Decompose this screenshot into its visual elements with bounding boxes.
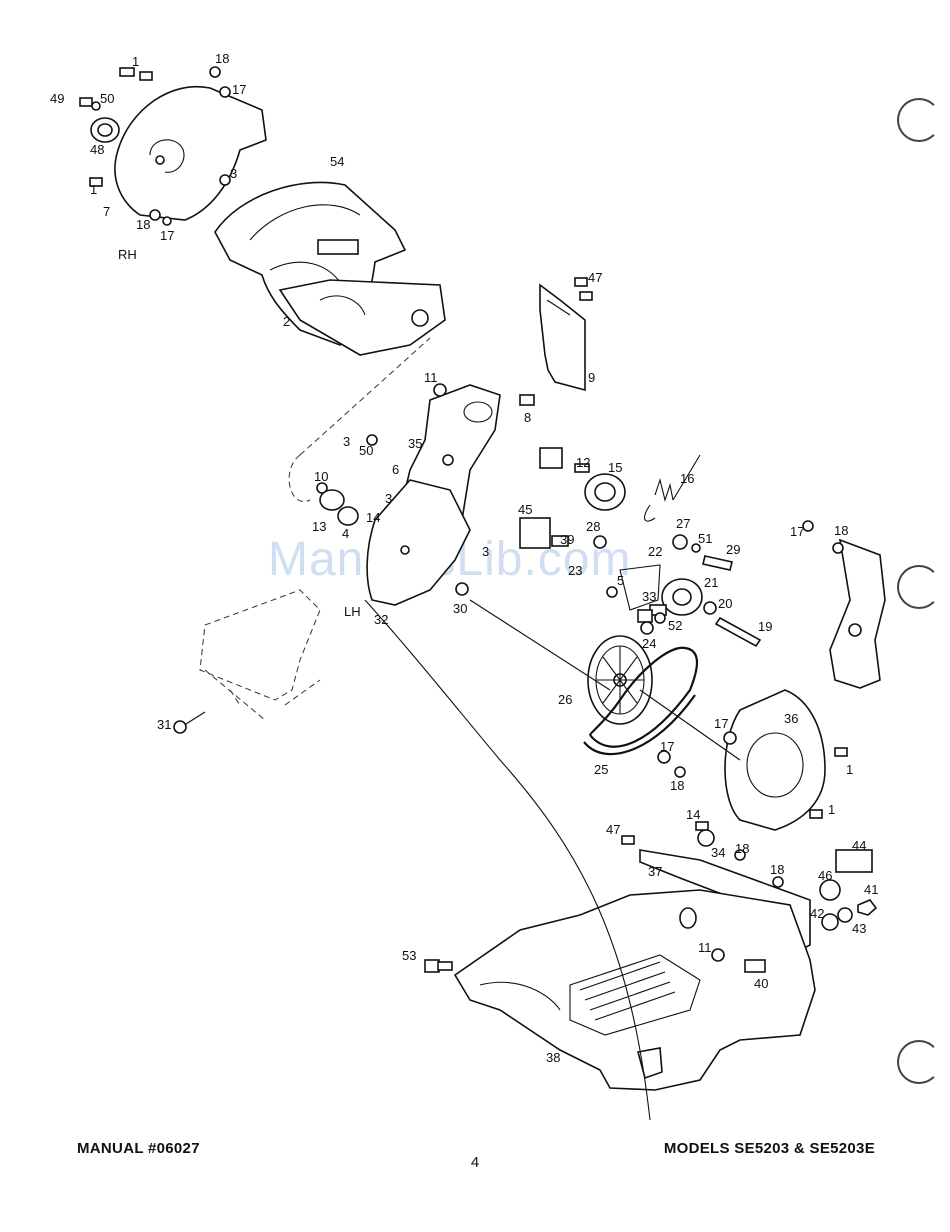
- callout-17c: 17: [790, 524, 804, 539]
- callout-53: 53: [402, 948, 416, 963]
- callout-52: 52: [668, 618, 682, 633]
- callout-47b: 47: [606, 822, 620, 837]
- callout-47: 47: [588, 270, 602, 285]
- callout-39: 39: [560, 532, 574, 547]
- callout-22: 22: [648, 544, 662, 559]
- callout-49: 49: [50, 91, 64, 106]
- callout-26: 26: [558, 692, 572, 707]
- callout-2: 2: [283, 314, 290, 329]
- callout-46: 46: [818, 868, 832, 883]
- bolt-31: [174, 712, 205, 733]
- callout-17: 17: [232, 82, 246, 97]
- callout-17e: 17: [660, 739, 674, 754]
- callout-18d: 18: [670, 778, 684, 793]
- bracket-9: [540, 278, 592, 390]
- callout-25: 25: [594, 762, 608, 777]
- callout-32: 32: [374, 612, 388, 627]
- callout-31: 31: [157, 717, 171, 732]
- callout-1c: 1: [846, 762, 853, 777]
- callout-50b: 50: [359, 443, 373, 458]
- callout-41: 41: [864, 882, 878, 897]
- callout-28: 28: [586, 519, 600, 534]
- callout-29: 29: [726, 542, 740, 557]
- lh-side-plate-32: [367, 480, 470, 605]
- callout-6: 6: [392, 462, 399, 477]
- callout-34: 34: [711, 845, 725, 860]
- callout-9: 9: [588, 370, 595, 385]
- callout-40: 40: [754, 976, 768, 991]
- spring-16: [645, 455, 700, 521]
- callout-42: 42: [810, 906, 824, 921]
- decal-44: [836, 850, 872, 872]
- callout-14: 14: [366, 510, 380, 525]
- callout-7: 7: [103, 204, 110, 219]
- callout-12: 12: [576, 455, 590, 470]
- callout-18f: 18: [770, 862, 784, 877]
- callout-38: 38: [546, 1050, 560, 1065]
- callout-43: 43: [852, 921, 866, 936]
- callout-3c: 3: [385, 491, 392, 506]
- callout-35: 35: [408, 436, 422, 451]
- callout-11: 11: [424, 370, 438, 385]
- callout-11b: 11: [698, 940, 712, 955]
- callout-3: 3: [230, 166, 237, 181]
- callout-3b: 3: [343, 434, 350, 449]
- callout-21: 21: [704, 575, 718, 590]
- callout-37: 37: [648, 864, 662, 879]
- side-cover-right: [830, 540, 885, 688]
- callout-18c: 18: [834, 523, 848, 538]
- pulley-15: [585, 474, 625, 510]
- bearing-48: [91, 118, 119, 142]
- callout-14b: 14: [686, 807, 700, 822]
- callout-18b: 18: [136, 217, 150, 232]
- callout-1b: 1: [90, 182, 97, 197]
- callout-1d: 1: [828, 802, 835, 817]
- rh-side-plate: [115, 87, 266, 220]
- callout-30: 30: [453, 601, 467, 616]
- callout-10: 10: [314, 469, 328, 484]
- side-label-rh: RH: [118, 247, 137, 262]
- callout-45: 45: [518, 502, 532, 517]
- callout-48: 48: [90, 142, 104, 157]
- callout-24: 24: [642, 636, 656, 651]
- bolt-53: [425, 960, 452, 972]
- callout-17d: 17: [714, 716, 728, 731]
- callout-50: 50: [100, 91, 114, 106]
- callout-5: 5: [617, 573, 624, 588]
- callout-44: 44: [852, 838, 866, 853]
- callout-3d: 3: [482, 544, 489, 559]
- callout-54: 54: [330, 154, 344, 169]
- handle-outline: [200, 590, 320, 720]
- callout-18: 18: [215, 51, 229, 66]
- callout-15: 15: [608, 460, 622, 475]
- callout-19: 19: [758, 619, 772, 634]
- callout-27: 27: [676, 516, 690, 531]
- page-number: 4: [0, 1154, 950, 1171]
- callout-36: 36: [784, 711, 798, 726]
- callout-51: 51: [698, 531, 712, 546]
- callout-20: 20: [718, 596, 732, 611]
- callout-13: 13: [312, 519, 326, 534]
- callout-1: 1: [132, 54, 139, 69]
- callout-18e: 18: [735, 841, 749, 856]
- callout-16: 16: [680, 471, 694, 486]
- callout-23: 23: [568, 563, 582, 578]
- callout-33: 33: [642, 589, 656, 604]
- callout-17b: 17: [160, 228, 174, 243]
- callout-4: 4: [342, 526, 349, 541]
- callout-8: 8: [524, 410, 531, 425]
- washer-30: [456, 583, 468, 595]
- side-label-lh: LH: [344, 604, 361, 619]
